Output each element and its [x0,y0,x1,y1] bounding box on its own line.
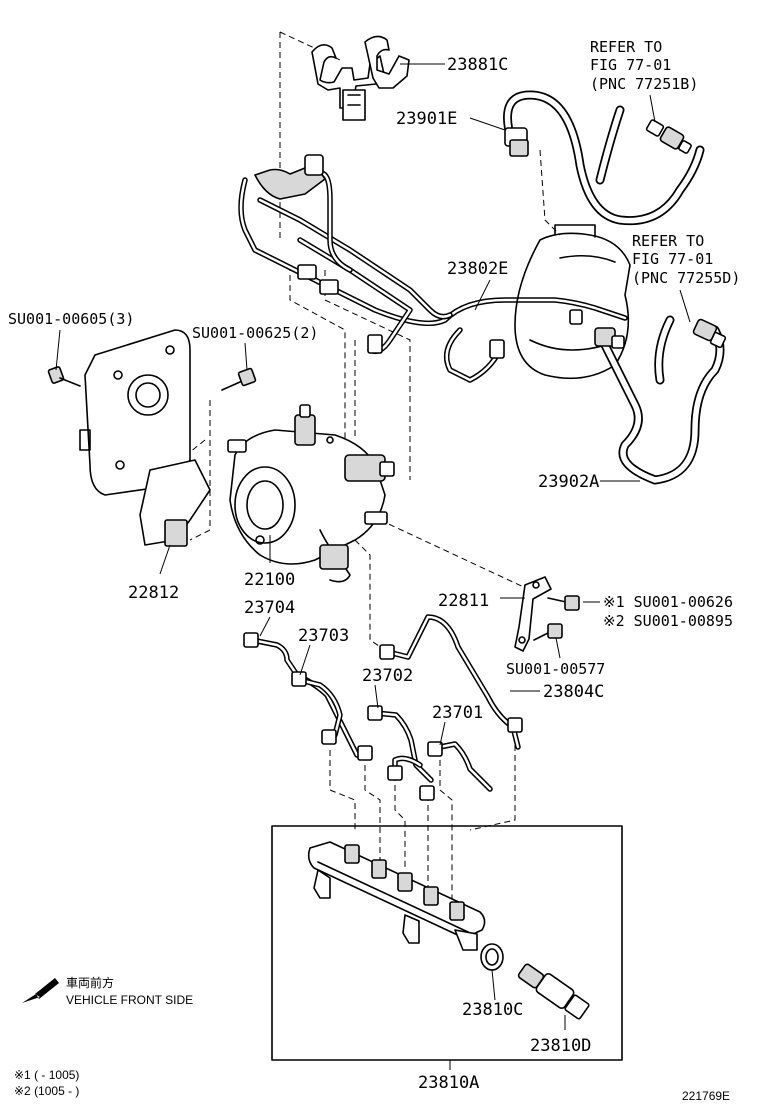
fuel-pipe-23804c [379,614,523,750]
label-note2: ※2 (1005 - ) [14,1084,79,1098]
label-22100: 22100 [244,570,295,590]
label-ref1-line2: FIG 77-01 [590,56,671,74]
label-23703: 23703 [298,626,349,646]
label-23810d: 23810D [530,1036,591,1056]
injection-pipe-23702 [367,705,435,801]
label-su001-00895: ※2 SU001-00895 [603,612,733,630]
fuel-hose-23902a [594,315,727,485]
label-ref2-line3: (PNC 77255D) [632,269,740,287]
gasket-23810c [480,943,504,971]
fuel-hose-23901e [503,90,705,226]
clamp-23881c [311,35,410,121]
label-22812: 22812 [128,583,179,603]
label-23881c: 23881C [447,55,508,75]
label-su001-00626: ※1 SU001-00626 [603,593,733,611]
common-rail-23810a [307,841,486,951]
label-23804c: 23804C [543,682,604,702]
injection-pump-22100 [227,404,395,583]
label-23810a: 23810A [418,1073,479,1093]
label-ref2-line1: REFER TO [632,232,704,250]
label-23901e: 23901E [396,109,457,129]
label-23701: 23701 [432,703,483,723]
bolt-su001-00625 [221,367,257,391]
label-su001-00625: SU001-00625(2) [192,324,318,342]
common-rail-box [271,825,623,1061]
bracket-22811 [514,576,552,652]
bracket-22812 [79,329,211,547]
part-labels: 23881C 23901E REFER TO FIG 77-01 (PNC 77… [8,38,740,1103]
leader-lines [55,63,691,1070]
label-23802e: 23802E [447,259,508,279]
bolt-su001-00626 [547,595,580,611]
label-ref1-line1: REFER TO [590,38,662,56]
bolt-su001-00605 [47,366,81,387]
label-ref2-line2: FIG 77-01 [632,250,713,268]
pressure-sensor-23810d [517,963,590,1020]
label-23702: 23702 [362,666,413,686]
label-note1: ※1 ( - 1005) [14,1068,79,1082]
label-su001-00577: SU001-00577 [506,660,605,678]
label-su001-00605: SU001-00605(3) [8,310,134,328]
fuel-pipe-23802e [238,154,628,383]
label-23704: 23704 [244,598,295,618]
label-ref1-line3: (PNC 77251B) [590,75,698,93]
label-23902a: 23902A [538,472,599,492]
label-figure-code: 221769E [682,1089,730,1103]
label-23810c: 23810C [462,1000,523,1020]
bolt-su001-00577 [533,623,563,641]
label-front-en: VEHICLE FRONT SIDE [66,993,193,1007]
vehicle-front-arrow-icon [22,978,59,1003]
injection-pipe-23701 [427,741,493,792]
injection-pipe-23703 [291,671,343,745]
label-front-jp: 車両前方 [66,975,114,990]
label-22811: 22811 [438,591,489,611]
